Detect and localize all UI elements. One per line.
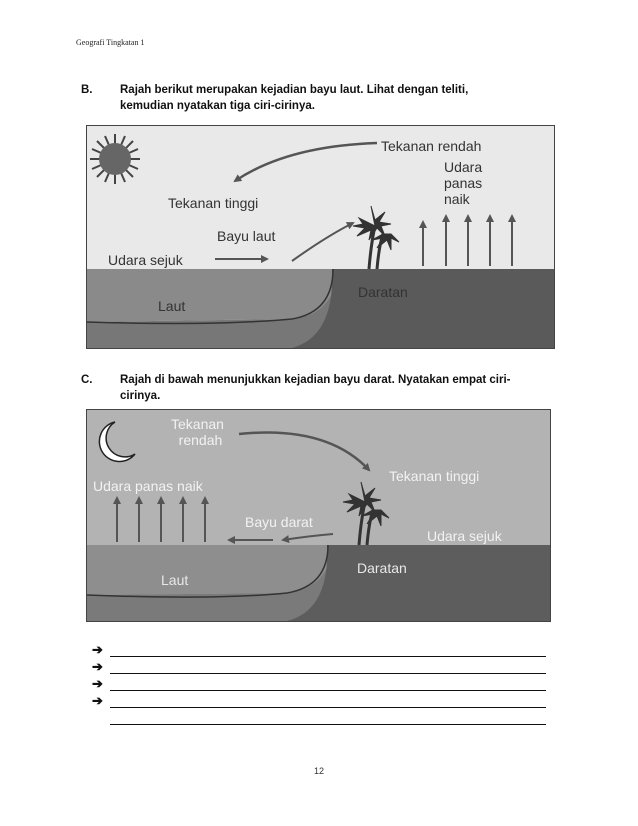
land-breeze-label: Bayu darat xyxy=(245,514,313,530)
sea-breeze-diagram: Tekanan rendah Udara panas naik Tekanan … xyxy=(86,125,555,349)
hot-air-line1: Udara xyxy=(444,159,483,175)
arrow-bullet-icon: ➔ xyxy=(92,642,103,657)
hot-air-rising-label: Udara panas naik xyxy=(444,159,482,207)
low-pressure-line1: Tekanan xyxy=(171,416,224,432)
question-c-line1: Rajah di bawah menunjukkan kejadian bayu… xyxy=(120,374,511,386)
sun-icon xyxy=(90,134,140,184)
arrow-bullet-icon: ➔ xyxy=(92,659,103,674)
arrow-bullet-icon: ➔ xyxy=(92,693,103,708)
question-c-text: Rajah di bawah menunjukkan kejadian bayu… xyxy=(120,372,560,404)
cool-air-label: Udara sejuk xyxy=(427,528,502,544)
low-pressure-label: Tekanan rendah xyxy=(171,416,224,448)
sea-breeze-label: Bayu laut xyxy=(217,228,276,244)
palm-tree-icon xyxy=(352,205,400,270)
question-b-text: Rajah berikut merupakan kejadian bayu la… xyxy=(120,82,560,114)
high-pressure-label: Tekanan tinggi xyxy=(389,468,480,484)
sea-area xyxy=(87,269,337,322)
land-label: Daratan xyxy=(357,560,407,576)
question-b-letter: B. xyxy=(81,84,93,96)
arrow-bullet-icon: ➔ xyxy=(92,676,103,691)
land-breeze-illustration xyxy=(87,410,550,621)
land-label: Daratan xyxy=(358,284,408,300)
moon-icon xyxy=(98,421,136,463)
question-c-line2: cirinya. xyxy=(120,390,161,402)
hot-air-rising-label: Udara panas naik xyxy=(93,478,203,494)
upper-air-arrow xyxy=(233,141,378,183)
low-pressure-line2: rendah xyxy=(178,432,223,448)
low-pressure-label: Tekanan rendah xyxy=(381,138,482,154)
cool-air-label: Udara sejuk xyxy=(108,252,183,268)
land-area xyxy=(292,269,554,348)
rising-breeze-arrow xyxy=(291,222,355,262)
rising-air-arrows xyxy=(113,496,209,542)
sea-area xyxy=(87,545,332,595)
question-b-line2: kemudian nyatakan tiga ciri-cirinya. xyxy=(120,100,315,112)
question-b-line1: Rajah berikut merupakan kejadian bayu la… xyxy=(120,84,469,96)
sea-label: Laut xyxy=(158,298,186,314)
rising-air-arrows xyxy=(419,214,516,266)
hot-air-line2: panas xyxy=(444,175,483,191)
land-breeze-diagram: Tekanan rendah Tekanan tinggi Udara pana… xyxy=(86,409,551,622)
page-header: Geografi Tingkatan 1 xyxy=(76,38,145,47)
descending-breeze-arrow xyxy=(281,533,334,544)
hot-air-line3: naik xyxy=(444,191,470,207)
page-number: 12 xyxy=(313,766,324,776)
sea-breeze-illustration xyxy=(87,126,554,348)
high-pressure-label: Tekanan tinggi xyxy=(168,195,259,211)
land-area xyxy=(287,545,550,621)
question-b: B. Rajah berikut merupakan kejadian bayu… xyxy=(81,82,561,116)
sea-label: Laut xyxy=(161,572,189,588)
palm-tree-icon xyxy=(342,481,390,546)
question-c: C. Rajah di bawah menunjukkan kejadian b… xyxy=(81,372,561,406)
upper-air-arrow xyxy=(238,431,371,472)
question-c-letter: C. xyxy=(81,374,93,386)
